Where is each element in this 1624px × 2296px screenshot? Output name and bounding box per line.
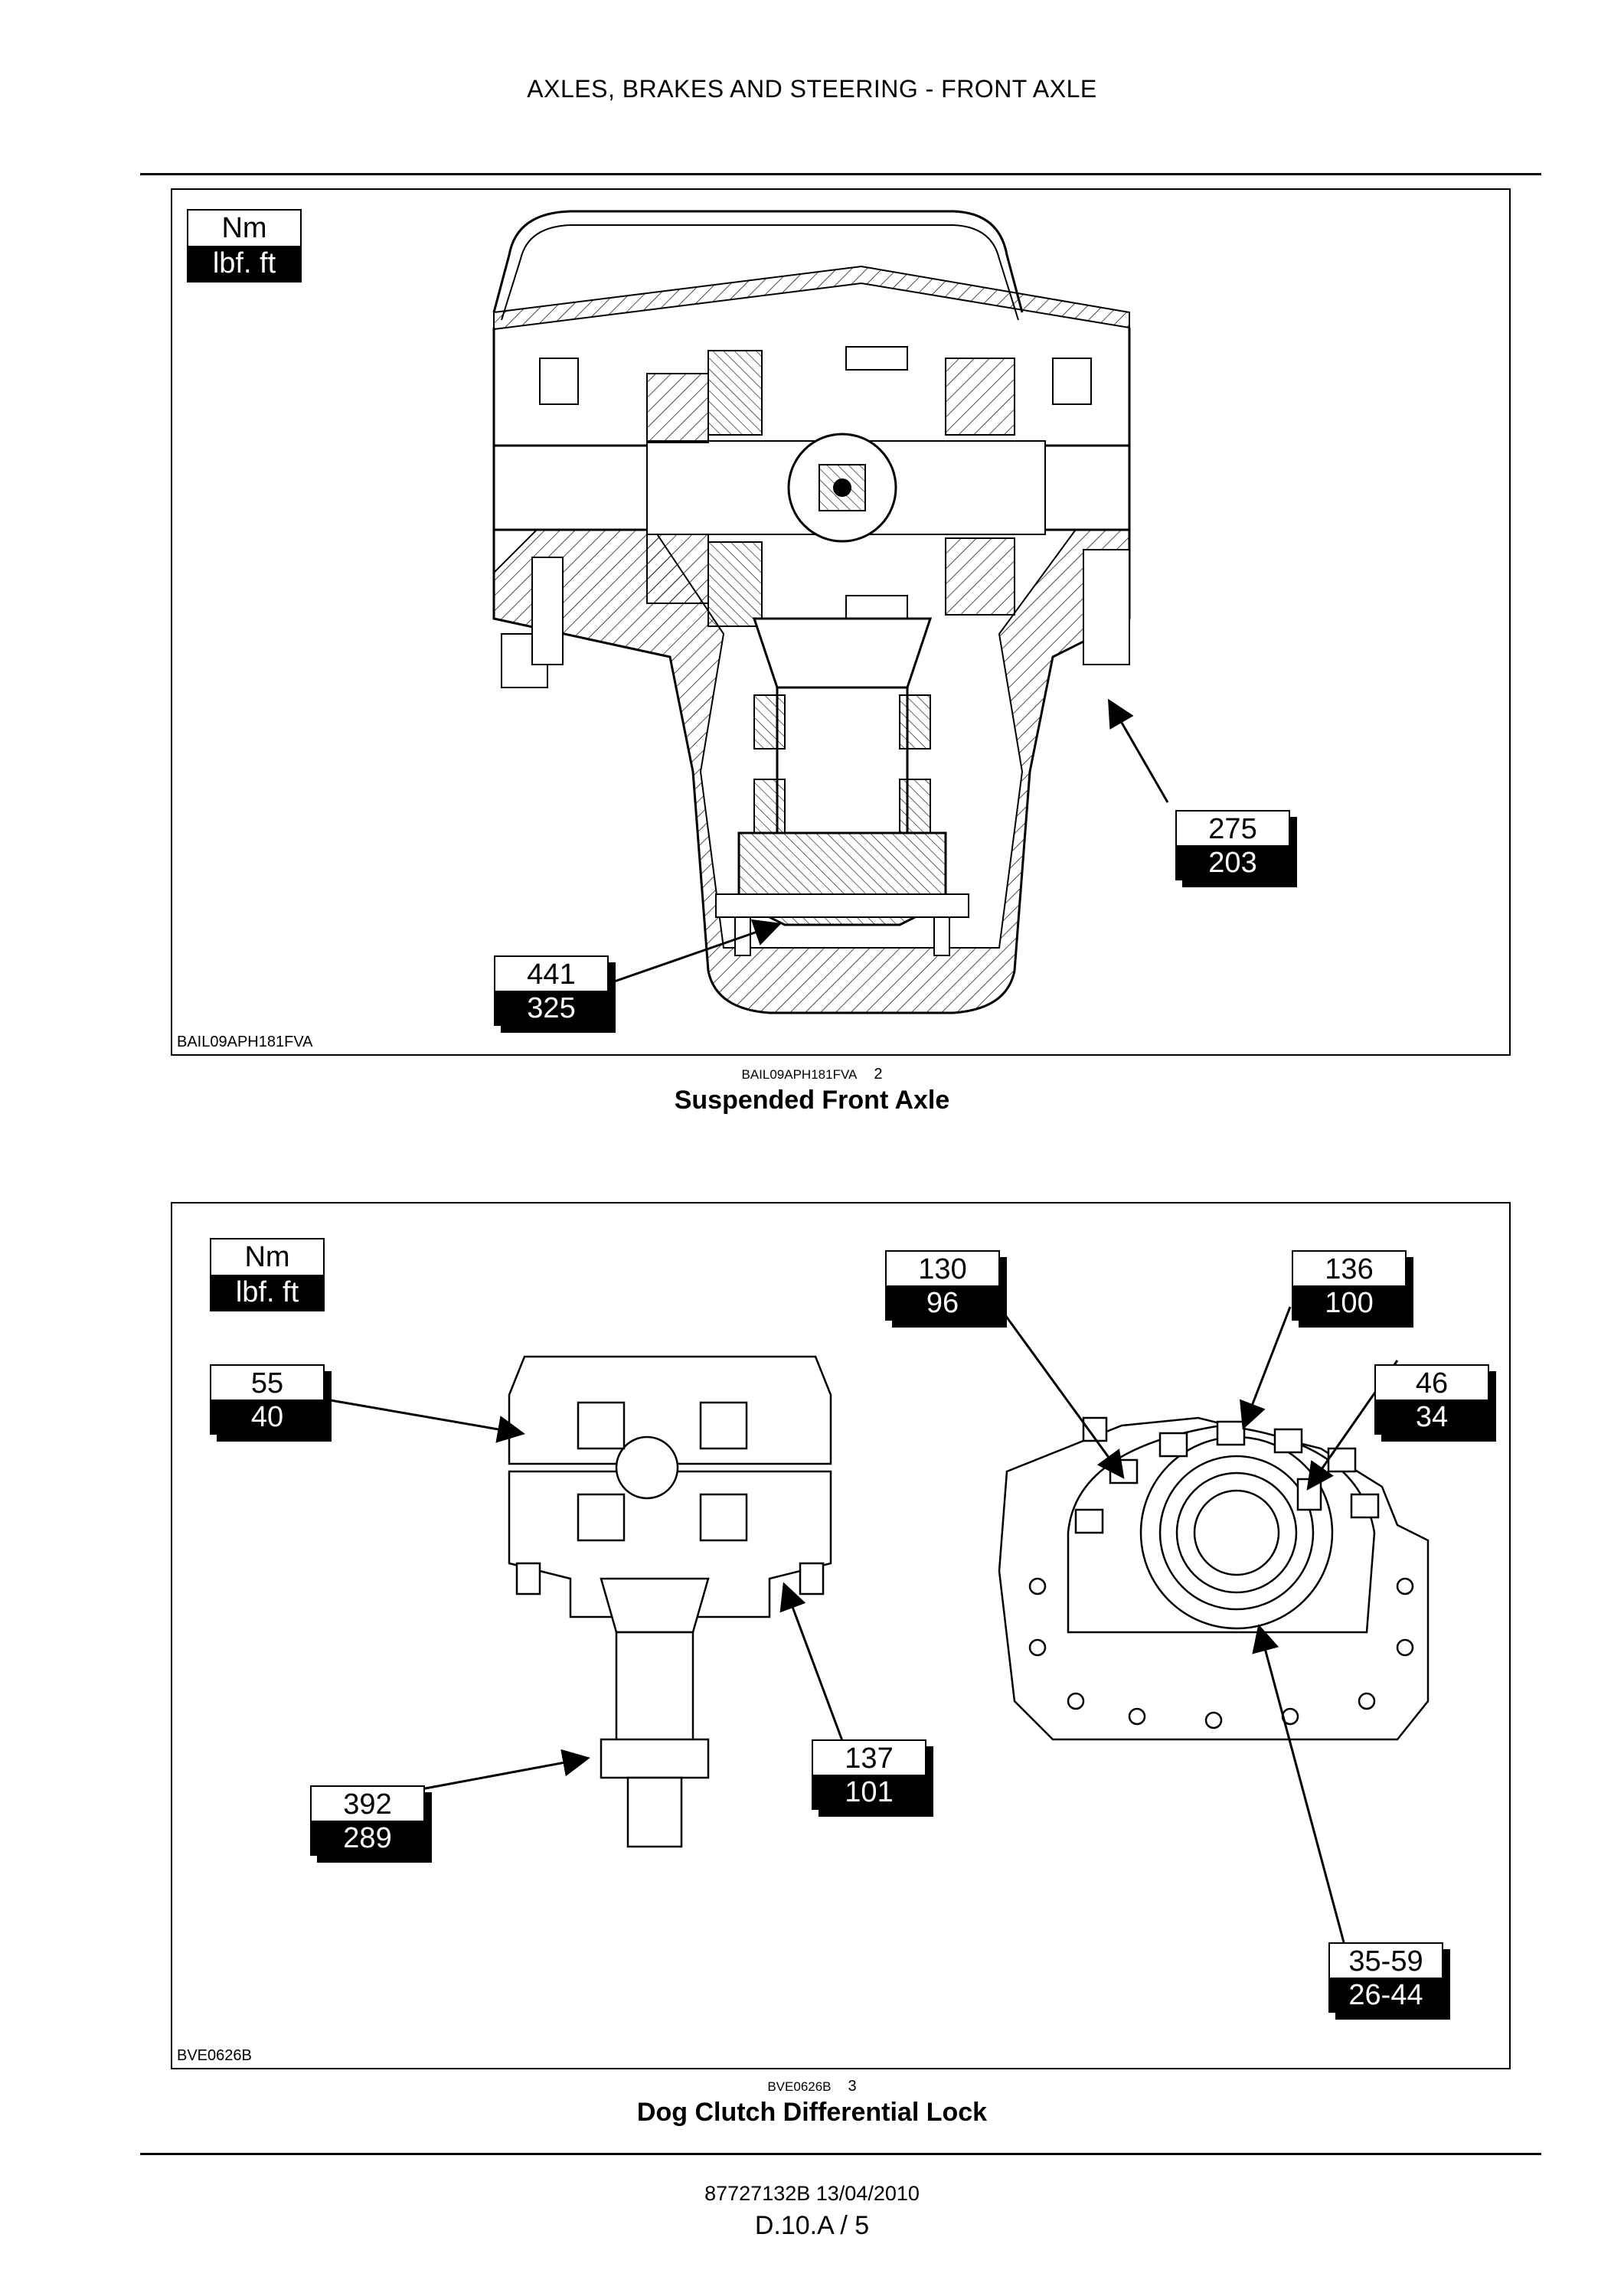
- torque-label-275: 275 203: [1175, 810, 1290, 880]
- figure-caption: Dog Clutch Differential Lock: [636, 2098, 988, 2127]
- header-rule: [140, 173, 1541, 175]
- figure-caption: Suspended Front Axle: [674, 1086, 950, 1115]
- torque-label-55: 55 40: [210, 1364, 325, 1435]
- footer-document-id: 87727132B 13/04/2010: [704, 2182, 920, 2205]
- footer-page-number: D.10.A / 5: [754, 2211, 870, 2240]
- figure-number: 3: [848, 2078, 857, 2095]
- unit-nm: Nm: [211, 1239, 323, 1275]
- figure-dog-clutch-differential-lock: Nm lbf. ft 55 40 137 101 392 289 130 96 …: [171, 1202, 1511, 2069]
- unit-lbf-ft: lbf. ft: [211, 1275, 323, 1310]
- axle-cross-section-drawing: [492, 210, 1169, 1014]
- differential-lock-drawing: [321, 1306, 1430, 1943]
- figure-number: 2: [874, 1066, 883, 1083]
- page-header-title: AXLES, BRAKES AND STEERING - FRONT AXLE: [527, 75, 1097, 103]
- figure-code-label: BAIL09APH181FVA: [177, 1034, 313, 1050]
- torque-label-136: 136 100: [1292, 1250, 1407, 1321]
- torque-label-392: 392 289: [310, 1785, 425, 1856]
- torque-label-35-59: 35-59 26-44: [1328, 1942, 1443, 2013]
- unit-legend: Nm lbf. ft: [210, 1238, 325, 1311]
- torque-label-137: 137 101: [812, 1739, 926, 1810]
- footer-rule: [140, 2153, 1541, 2155]
- torque-label-130: 130 96: [885, 1250, 1000, 1321]
- figure-ref-code: BAIL09APH181FVA: [741, 1067, 858, 1082]
- unit-lbf-ft: lbf. ft: [188, 246, 300, 281]
- unit-legend: Nm lbf. ft: [187, 209, 302, 283]
- figure-reference: BAIL09APH181FVA 2: [0, 1066, 1624, 1083]
- torque-label-441: 441 325: [494, 955, 609, 1026]
- figure-suspended-front-axle: Nm lbf. ft 275 203 441 325 BAIL09APH181F…: [171, 188, 1511, 1056]
- figure-ref-code: BVE0626B: [767, 2079, 832, 2094]
- figure-code-label: BVE0626B: [177, 2047, 252, 2064]
- torque-label-46: 46 34: [1374, 1364, 1489, 1435]
- unit-nm: Nm: [188, 211, 300, 246]
- figure-reference: BVE0626B 3: [0, 2078, 1624, 2095]
